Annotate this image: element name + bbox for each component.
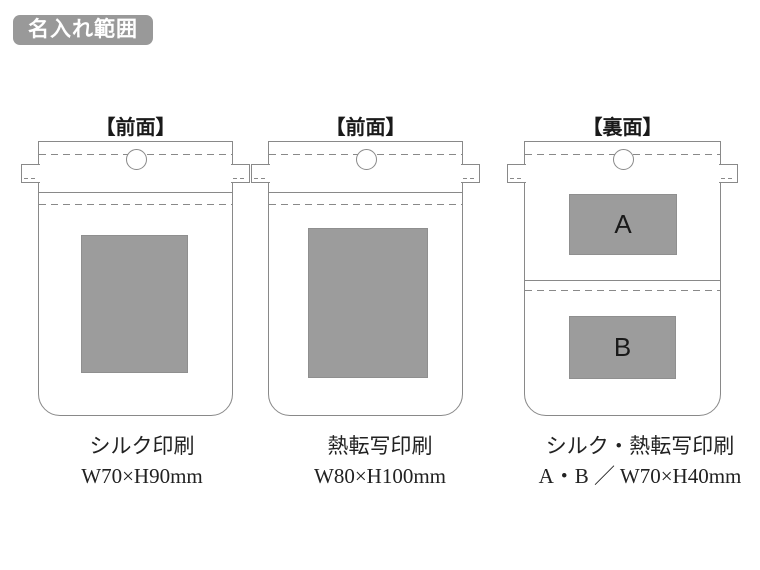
cord-hole-icon (612, 149, 634, 170)
side-tab-left (251, 164, 270, 183)
caption-front-heat-transfer: 熱転写印刷 W80×H100mm (250, 431, 510, 491)
view-label: 【前面】 (325, 117, 406, 139)
pouch-outline (21, 141, 250, 416)
print-size-label: A・B ／ W70×H40mm (538, 464, 742, 488)
print-area-a-label: A (614, 209, 632, 239)
view-label: 【裏面】 (582, 117, 663, 139)
print-method-label: シルク印刷 (89, 434, 195, 458)
pouch-figure-back: 【裏面】 A B (507, 111, 738, 421)
print-size-label: W80×H100mm (314, 464, 446, 488)
tab-stitch-line (233, 178, 247, 179)
tab-stitch-line (721, 178, 735, 179)
side-tab-right (719, 164, 738, 183)
channel-seam-stitch-line (269, 204, 462, 205)
print-method-label: 熱転写印刷 (327, 434, 433, 458)
cord-hole-icon (355, 149, 377, 170)
pouch-outline (251, 141, 480, 416)
view-label: 【前面】 (95, 117, 176, 139)
side-tab-right (461, 164, 480, 183)
print-area (308, 228, 428, 378)
side-tab-right (231, 164, 250, 183)
print-size-label: W70×H90mm (81, 464, 203, 488)
tab-stitch-line (254, 178, 268, 179)
tab-stitch-line (24, 178, 38, 179)
side-tab-left (21, 164, 40, 183)
panel-seam-line (525, 280, 720, 281)
pouch-figure-front-silk: 【前面】 (21, 111, 250, 421)
print-area-b-label: B (613, 332, 632, 362)
print-area-b: B (569, 316, 676, 379)
side-tab-left (507, 164, 526, 183)
caption-back: シルク・熱転写印刷 A・B ／ W70×H40mm (508, 431, 760, 491)
panel-seam-stitch-line (525, 290, 720, 291)
print-area-a: A (569, 194, 677, 255)
print-area (81, 235, 188, 373)
channel-seam-line (269, 192, 462, 193)
pouch-figure-front-heat-transfer: 【前面】 (251, 111, 480, 421)
section-title-badge: 名入れ範囲 (13, 15, 153, 45)
print-method-label: シルク・熱転写印刷 (545, 434, 735, 458)
caption-front-silk: シルク印刷 W70×H90mm (12, 431, 272, 491)
tab-stitch-line (463, 178, 477, 179)
channel-seam-stitch-line (39, 204, 232, 205)
pouch-outline: A B (507, 141, 738, 416)
cord-hole-icon (125, 149, 147, 170)
channel-seam-line (39, 192, 232, 193)
tab-stitch-line (510, 178, 524, 179)
